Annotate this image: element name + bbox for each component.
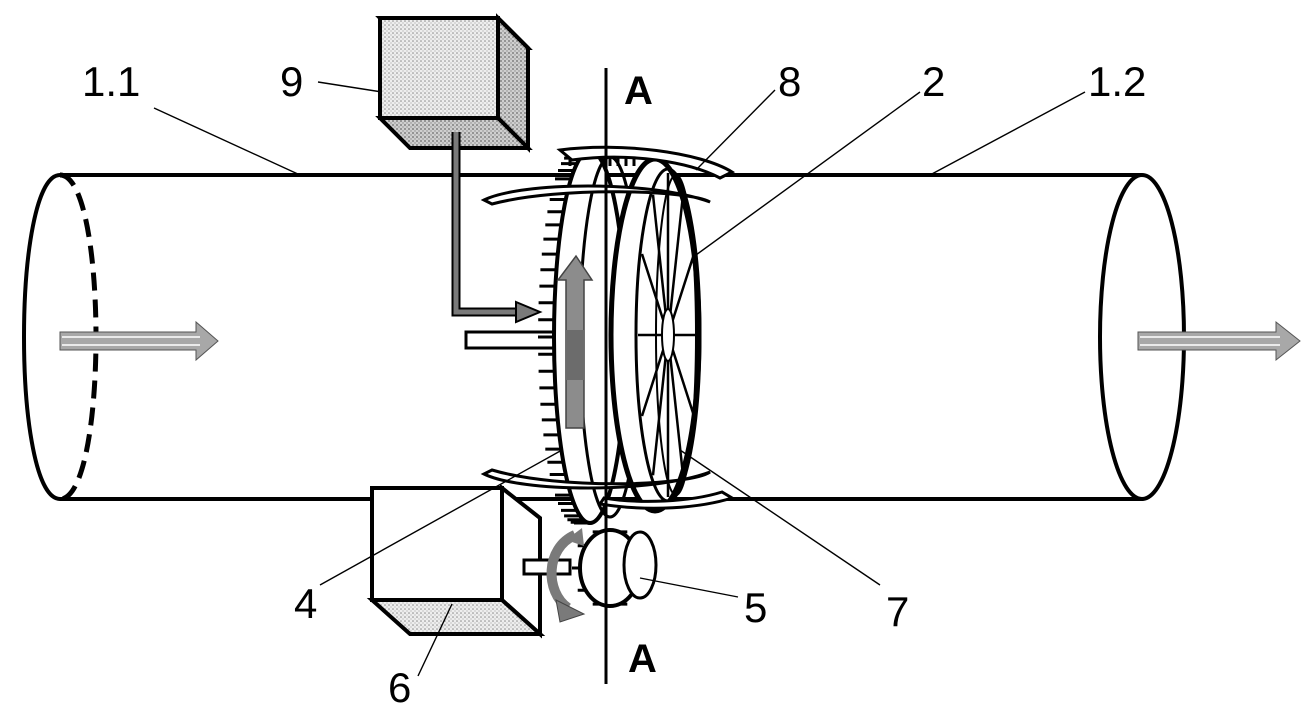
label-pipe-inlet: 1.1 [82, 58, 140, 105]
label-pinion: 5 [744, 584, 767, 631]
label-spokes: 7 [886, 588, 909, 635]
pinion-gear [572, 528, 658, 608]
guide-rails [480, 145, 736, 510]
label-section-top: A [624, 69, 653, 113]
label-ring-gear: 4 [294, 580, 317, 627]
controller-box [375, 13, 533, 153]
drive-arrow-icon [546, 528, 586, 623]
label-pipe-outlet: 1.2 [1088, 58, 1146, 105]
valve-disc [608, 156, 702, 514]
leader-lines [153, 81, 1086, 677]
inlet-flow-arrow-icon [59, 320, 219, 362]
label-valve-disc: 2 [922, 58, 945, 105]
label-guide-rails: 8 [778, 58, 801, 105]
label-controller: 9 [280, 58, 303, 105]
signal-line [451, 132, 543, 324]
rotation-arrow-icon [556, 254, 594, 429]
motor-box [366, 483, 572, 639]
label-section-bottom: A [628, 637, 657, 681]
outlet-flow-arrow-icon [1137, 320, 1301, 362]
label-motor: 6 [388, 664, 411, 711]
